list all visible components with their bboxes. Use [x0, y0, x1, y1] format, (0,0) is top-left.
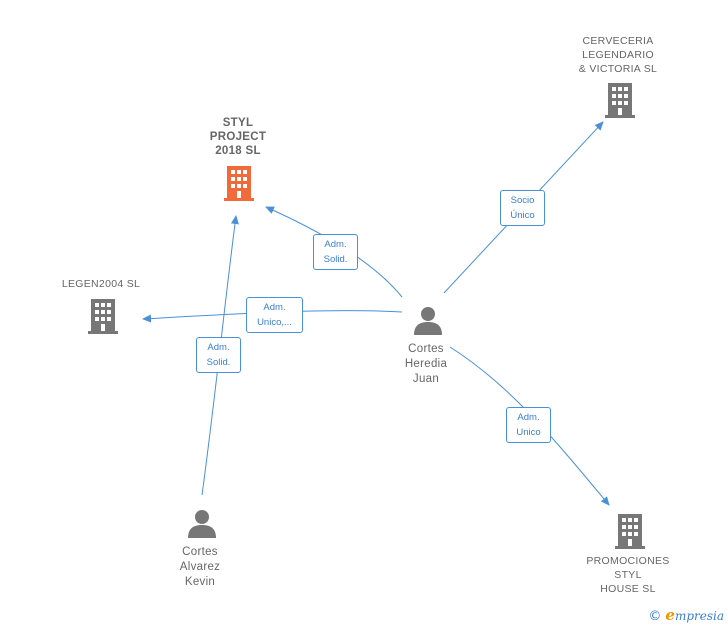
node-label-promociones[interactable]: PROMOCIONES STYL HOUSE SL: [586, 555, 670, 595]
edge-label-heredia-promociones: Adm. Unico: [506, 407, 551, 443]
node-label-cerveceria[interactable]: CERVECERIA LEGENDARIO & VICTORIA SL: [578, 35, 658, 75]
copyright-icon: ©: [648, 609, 662, 624]
building-icon: [615, 514, 645, 549]
edge-label-heredia-cerveceria: Socio Único: [500, 190, 545, 226]
building-icon: [88, 299, 118, 334]
person-icon: [414, 307, 442, 335]
edge-label-alvarez-styl: Adm. Solid.: [196, 337, 241, 373]
brand-logo-initial: e: [665, 606, 675, 624]
building-icon-highlight: [224, 166, 254, 201]
person-icon: [188, 510, 216, 538]
brand-logo-text: mpresia: [674, 609, 724, 623]
node-label-legen2004[interactable]: LEGEN2004 SL: [61, 278, 141, 290]
building-icon: [605, 83, 635, 118]
node-label-styl-project[interactable]: STYL PROJECT 2018 SL: [209, 117, 267, 157]
empresia-watermark: ©empresia: [648, 606, 724, 624]
edge-label-heredia-styl: Adm. Solid.: [313, 234, 358, 270]
node-label-cortes-heredia[interactable]: Cortes Heredia Juan: [404, 343, 448, 385]
node-label-cortes-alvarez[interactable]: Cortes Alvarez Kevin: [179, 546, 221, 588]
edge-label-heredia-legen: Adm. Unico,...: [246, 297, 303, 333]
